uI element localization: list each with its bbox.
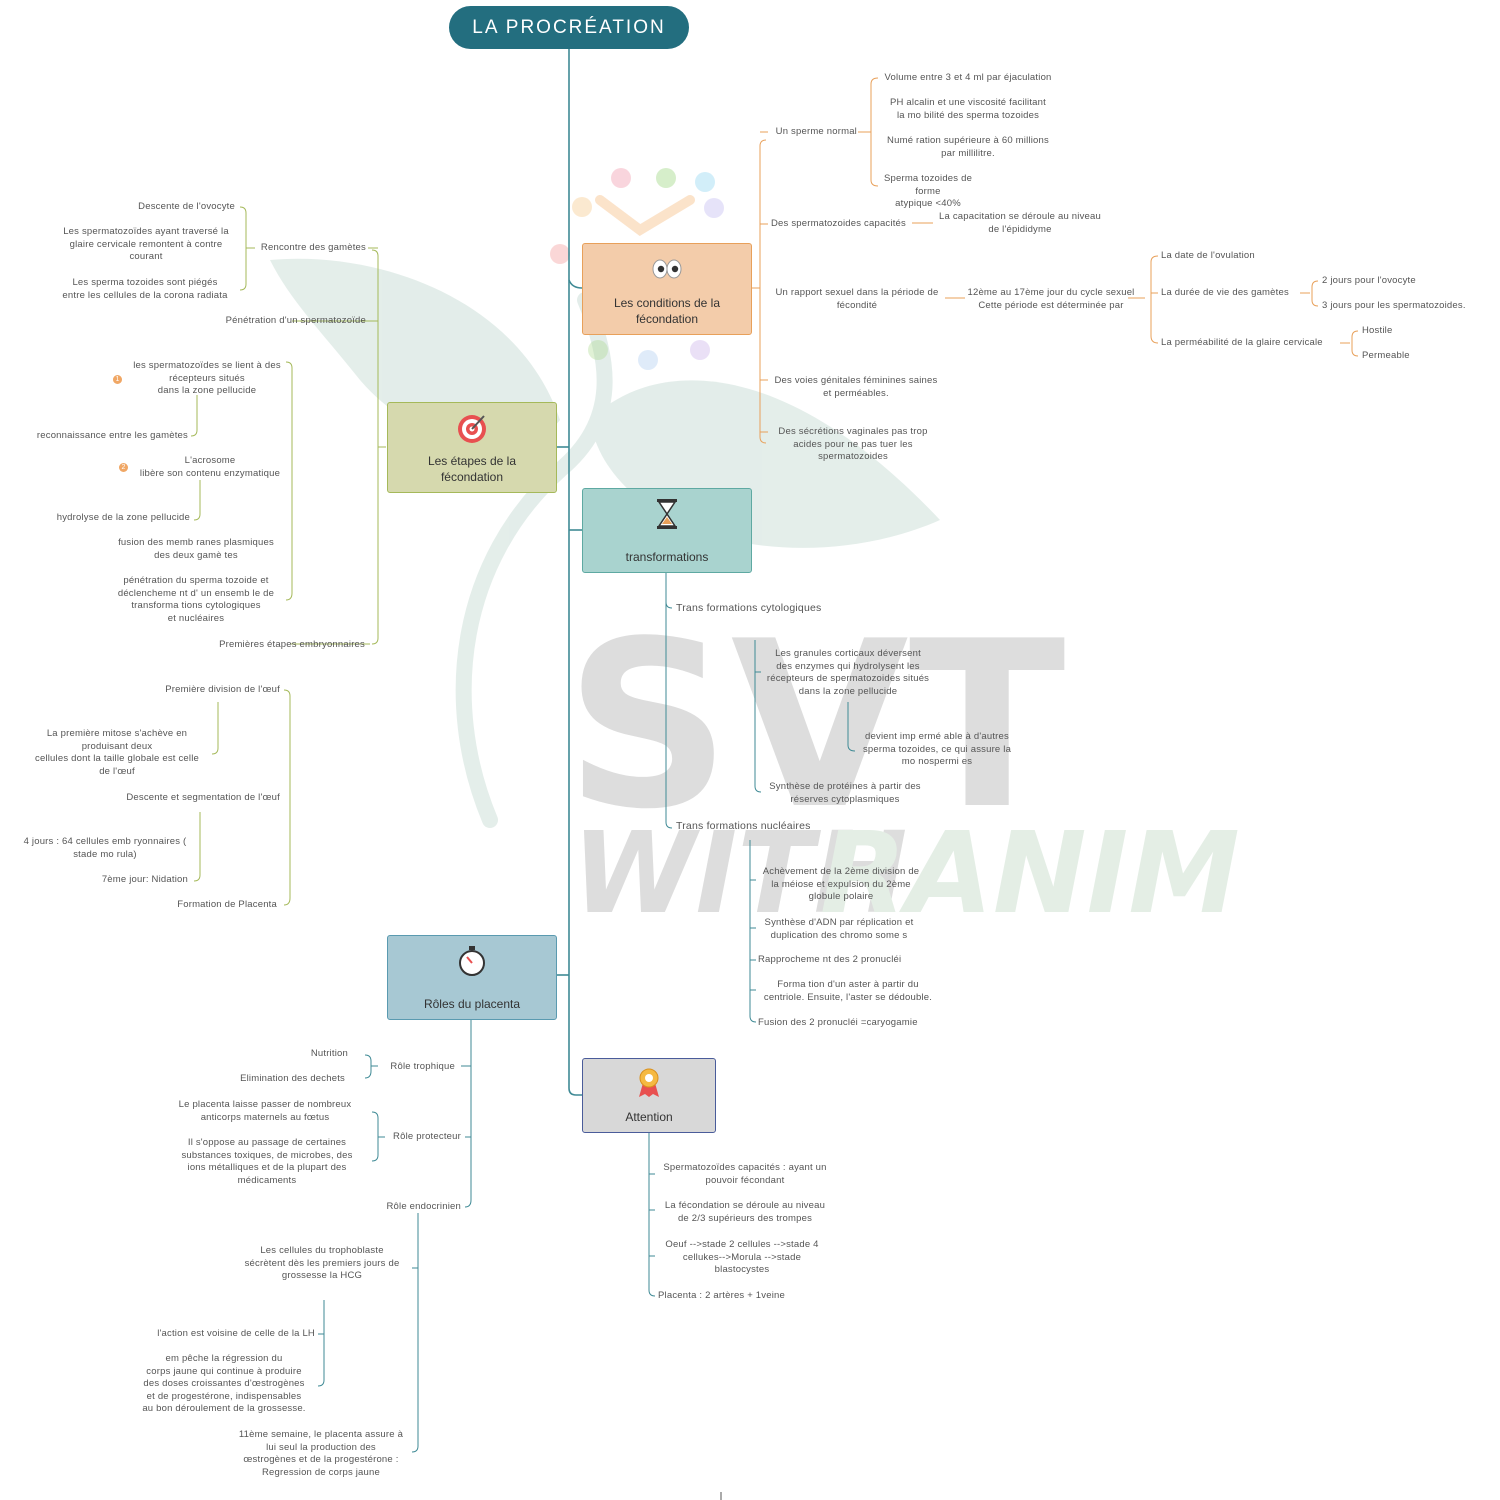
trans-cyto-item[interactable]: Synthèse de protéines à partir des réser… bbox=[769, 781, 921, 805]
roles-connectors bbox=[317, 1020, 472, 1453]
svg-text:SVT: SVT bbox=[565, 593, 1066, 860]
cond-capacites[interactable]: Des spermatozoides capacités bbox=[771, 218, 906, 229]
cond-sperme-item[interactable]: Numé ration supérieure à 60 millions par… bbox=[887, 135, 1049, 159]
cond-perm-item[interactable]: Hostile bbox=[1362, 325, 1393, 336]
trunk-lines bbox=[557, 49, 583, 1096]
etapes-rencontre-item[interactable]: Descente de l'ovocyte bbox=[138, 201, 235, 212]
cond-periode[interactable]: 12ème au 17ème jour du cycle sexuel Cett… bbox=[967, 287, 1135, 311]
node-roles-label: Rôles du placenta bbox=[423, 997, 521, 1011]
trans-nucl-item[interactable]: Forma tion d'un aster à partir du centri… bbox=[763, 979, 933, 1003]
trans-nucl[interactable]: Trans formations nucléaires bbox=[676, 820, 811, 832]
award-medal-icon bbox=[639, 1068, 659, 1097]
trans-nucl-item[interactable]: Achèvement de la 2ème division de la méi… bbox=[762, 866, 920, 903]
etapes-penetration[interactable]: Pénétration d'un spermatozoïde bbox=[225, 315, 366, 326]
roles-prot-item[interactable]: Il s'oppose au passage de certaines subs… bbox=[181, 1137, 353, 1186]
roles-endo-item[interactable]: 11ème semaine, le placenta assure à lui … bbox=[238, 1429, 404, 1478]
etapes-pen-item[interactable]: L'acrosome libère son contenu enzymatiqu… bbox=[139, 455, 281, 479]
node-conditions-label: Les conditions de la fécondation bbox=[613, 296, 721, 326]
map-title[interactable]: LA PROCRÉATION bbox=[449, 6, 689, 49]
attention-item[interactable]: La fécondation se déroule au niveau de 2… bbox=[664, 1200, 826, 1224]
etapes-prem-item[interactable]: La première mitose s'achève en produisan… bbox=[35, 728, 199, 777]
cond-date-ovulation[interactable]: La date de l'ovulation bbox=[1161, 250, 1255, 261]
roles-endo-item[interactable]: Les cellules du trophoblaste sécrètent d… bbox=[244, 1245, 400, 1282]
hourglass-icon bbox=[657, 499, 677, 529]
cond-voies[interactable]: Des voies génitales féminines saines et … bbox=[774, 375, 938, 399]
svg-text:RANIM: RANIM bbox=[820, 809, 1240, 939]
cond-duree-item[interactable]: 3 jours pour les spermatozoides. bbox=[1322, 300, 1466, 311]
node-etapes-label: Les étapes de la fécondation bbox=[427, 454, 517, 484]
cond-rapport[interactable]: Un rapport sexuel dans la période de féc… bbox=[775, 287, 939, 311]
cond-duree[interactable]: La durée de vie des gamètes bbox=[1161, 287, 1289, 298]
node-conditions[interactable]: Les conditions de la fécondation bbox=[582, 243, 752, 335]
node-attention-label: Attention bbox=[625, 1110, 673, 1124]
node-roles-placenta[interactable]: Rôles du placenta bbox=[387, 935, 557, 1020]
etapes-premieres[interactable]: Premières étapes embryonnaires bbox=[219, 639, 365, 650]
attention-item[interactable]: Spermatozoïdes capacités : ayant un pouv… bbox=[663, 1162, 827, 1186]
etapes-pen-item[interactable]: fusion des memb ranes plasmiques des deu… bbox=[118, 537, 274, 561]
trans-cyto-item[interactable]: devient imp ermé able à d'autres sperma … bbox=[862, 731, 1012, 768]
target-icon bbox=[458, 415, 486, 443]
node-etapes[interactable]: Les étapes de la fécondation bbox=[387, 402, 557, 493]
etapes-rencontre-item[interactable]: Les sperma tozoides sont piégés entre le… bbox=[62, 277, 228, 301]
trans-nucl-item[interactable]: Fusion des 2 pronucléi =caryogamie bbox=[758, 1017, 918, 1028]
etapes-prem-item[interactable]: 4 jours : 64 cellules emb ryonnaires ( s… bbox=[23, 836, 187, 860]
etapes-rencontre[interactable]: Rencontre des gamètes bbox=[260, 242, 366, 253]
conditions-connectors bbox=[752, 77, 1359, 444]
roles-endocrinien[interactable]: Rôle endocrinien bbox=[386, 1201, 461, 1212]
roles-troph-item[interactable]: Elimination des dechets bbox=[240, 1073, 345, 1084]
eyes-icon bbox=[652, 259, 682, 279]
roles-trophique[interactable]: Rôle trophique bbox=[390, 1061, 455, 1072]
attention-item[interactable]: Placenta : 2 artères + 1veine bbox=[658, 1290, 785, 1301]
svg-text:WITH: WITH bbox=[572, 809, 907, 939]
cond-capacitation[interactable]: La capacitation se déroule au niveau de … bbox=[939, 211, 1101, 235]
cond-sperme-item[interactable]: Volume entre 3 et 4 ml par éjaculation bbox=[884, 72, 1052, 83]
cond-sperme-item[interactable]: PH alcalin et une viscosité facilitant l… bbox=[890, 97, 1046, 121]
trans-nucl-item[interactable]: Rapprocheme nt des 2 pronucléi bbox=[758, 954, 902, 965]
etapes-prem-item[interactable]: 7ème jour: Nidation bbox=[101, 874, 188, 885]
roles-troph-item[interactable]: Nutrition bbox=[310, 1048, 348, 1059]
trans-cyto-item[interactable]: Les granules corticaux déversent des enz… bbox=[766, 648, 930, 697]
cond-duree-item[interactable]: 2 jours pour l'ovocyte bbox=[1322, 275, 1416, 286]
attention-item[interactable]: Oeuf -->stade 2 cellules -->stade 4 cell… bbox=[665, 1239, 819, 1276]
roles-endo-item[interactable]: l'action est voisine de celle de la LH bbox=[157, 1328, 315, 1339]
etapes-prem-item[interactable]: Formation de Placenta bbox=[177, 899, 277, 910]
node-transformations-label: transformations bbox=[625, 550, 709, 564]
cond-perm-item[interactable]: Permeable bbox=[1362, 350, 1410, 361]
roles-endo-item[interactable]: em pêche la régression du corps jaune qu… bbox=[142, 1353, 306, 1415]
etapes-pen-item[interactable]: pénétration du sperma tozoide et déclenc… bbox=[117, 575, 275, 624]
node-attention[interactable]: Attention bbox=[582, 1058, 716, 1133]
cond-sperme-item[interactable]: Sperma tozoides de forme atypique <40% bbox=[883, 173, 973, 210]
badge-number-icon: 2 bbox=[119, 463, 128, 472]
stopwatch-icon bbox=[459, 946, 485, 976]
trans-nucl-item[interactable]: Synthèse d'ADN par réplication et duplic… bbox=[764, 917, 914, 941]
roles-protecteur[interactable]: Rôle protecteur bbox=[393, 1131, 461, 1142]
attention-connectors bbox=[648, 1133, 656, 1297]
etapes-rencontre-item[interactable]: Les spermatozoïdes ayant traversé la gla… bbox=[63, 226, 229, 263]
watermark-svt-text: SVT WITH RANIM bbox=[565, 593, 1240, 939]
badge-number-icon: 1 bbox=[113, 375, 122, 384]
etapes-pen-item[interactable]: reconnaissance entre les gamètes bbox=[36, 430, 188, 441]
etapes-connectors bbox=[190, 206, 386, 906]
cond-permeabilite[interactable]: La perméabilité de la glaire cervicale bbox=[1161, 337, 1323, 348]
trans-cyto[interactable]: Trans formations cytologiques bbox=[676, 602, 822, 614]
transformations-connectors bbox=[665, 573, 856, 1023]
node-transformations[interactable]: transformations bbox=[582, 488, 752, 573]
etapes-pen-item[interactable]: les spermatozoïdes se lient à des récept… bbox=[133, 360, 281, 397]
watermark-people-logo-icon bbox=[550, 168, 724, 370]
cond-secretions[interactable]: Des sécrétions vaginales pas trop acides… bbox=[778, 426, 928, 463]
cond-sperme[interactable]: Un sperme normal bbox=[775, 126, 857, 137]
etapes-prem-item[interactable]: Première division de l'œuf bbox=[165, 684, 280, 695]
etapes-pen-item[interactable]: hydrolyse de la zone pellucide bbox=[56, 512, 190, 523]
etapes-prem-item[interactable]: Descente et segmentation de l'œuf bbox=[126, 792, 280, 803]
roles-prot-item[interactable]: Le placenta laisse passer de nombreux an… bbox=[178, 1099, 352, 1123]
